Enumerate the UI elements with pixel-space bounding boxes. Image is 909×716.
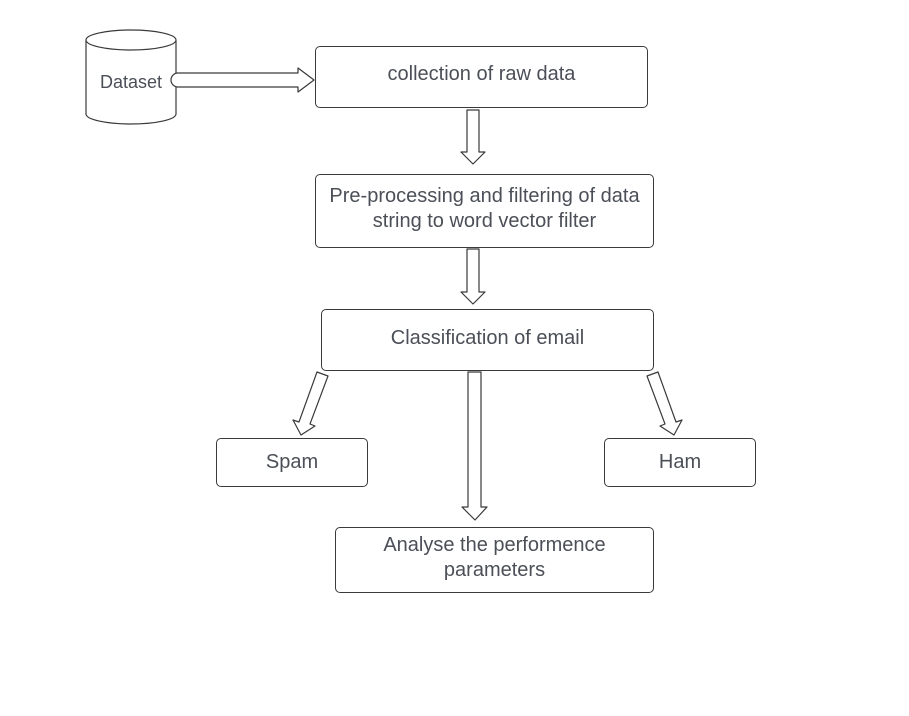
arrow-classification-to-spam xyxy=(292,371,329,436)
arrow-classification-to-analyse xyxy=(461,371,488,521)
analyse-label-line1: Analyse the performence xyxy=(383,534,606,556)
ham-box: Ham xyxy=(604,438,756,487)
dataset-label: Dataset xyxy=(99,72,163,92)
ham-label: Ham xyxy=(658,451,702,473)
arrow-collection-to-preprocessing xyxy=(460,109,486,165)
classification-box: Classification of email xyxy=(321,309,654,371)
collection-label: collection of raw data xyxy=(387,62,576,85)
dataset-cylinder xyxy=(85,29,177,125)
preprocessing-label-line1: Pre-processing and filtering of data xyxy=(329,185,640,207)
preprocessing-label-line2: string to word vector filter xyxy=(372,210,597,232)
spam-label: Spam xyxy=(265,451,319,473)
classification-label: Classification of email xyxy=(390,326,585,349)
preprocessing-box: Pre-processing and filtering of data str… xyxy=(315,174,654,248)
arrow-dataset-to-collection xyxy=(170,67,315,93)
collection-box: collection of raw data xyxy=(315,46,648,108)
arrow-preprocessing-to-classification xyxy=(460,248,486,305)
arrow-classification-to-ham xyxy=(646,371,683,436)
analyse-box: Analyse the performence parameters xyxy=(335,527,654,593)
analyse-label-line2: parameters xyxy=(443,559,546,581)
spam-box: Spam xyxy=(216,438,368,487)
